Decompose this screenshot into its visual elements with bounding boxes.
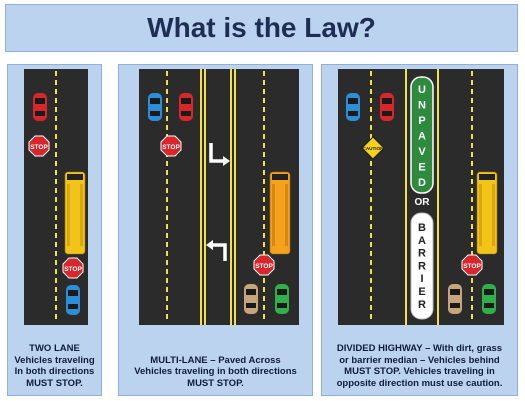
two-lane-road-illustration: STOP STOP <box>24 69 88 325</box>
stop-sign-icon: STOP <box>461 254 483 276</box>
svg-text:STOP: STOP <box>64 266 82 273</box>
svg-text:CAUTION: CAUTION <box>363 146 385 151</box>
green-car <box>482 284 496 314</box>
multi-lane-caption: MULTI-LANE – Paved Across Vehicles trave… <box>134 354 297 389</box>
red-car <box>33 93 47 121</box>
blue-car <box>66 285 80 315</box>
two-lane-caption: TWO LANE Vehicles traveling In both dire… <box>14 343 95 389</box>
title-banner: What is the Law? <box>5 4 518 52</box>
svg-text:STOP: STOP <box>162 144 180 151</box>
school-bus <box>476 171 498 255</box>
page-title: What is the Law? <box>147 12 376 43</box>
tan-car <box>244 284 258 314</box>
svg-text:STOP: STOP <box>255 263 273 270</box>
tan-car <box>448 284 462 314</box>
panel-two-lane: STOP STOP TWO LANE Vehicles traveling In… <box>7 64 102 396</box>
turn-arrow-icon <box>209 143 230 166</box>
turn-arrow-icon <box>206 240 227 261</box>
blue-car <box>346 93 360 121</box>
stop-sign-icon: STOP <box>160 135 182 157</box>
multi-lane-road-illustration: STOP STOP <box>139 69 299 325</box>
panel-multi-lane: STOP STOP <box>118 64 313 396</box>
caution-sign-icon: CAUTION <box>361 136 385 160</box>
grass-median <box>410 76 434 194</box>
stop-sign-icon: STOP <box>28 135 50 157</box>
svg-text:STOP: STOP <box>463 263 481 270</box>
median-or-label: OR <box>415 197 431 208</box>
svg-text:STOP: STOP <box>30 144 48 151</box>
school-bus <box>64 171 86 255</box>
green-car <box>275 284 289 314</box>
divided-highway-caption: DIVIDED HIGHWAY – With dirt, grass or ba… <box>336 343 503 389</box>
red-car <box>179 93 193 121</box>
stop-sign-icon: STOP <box>253 254 275 276</box>
school-bus <box>269 171 291 255</box>
blue-car <box>148 93 162 121</box>
stop-sign-icon: STOP <box>62 257 84 279</box>
red-car <box>380 93 394 121</box>
barrier-median <box>410 212 434 320</box>
